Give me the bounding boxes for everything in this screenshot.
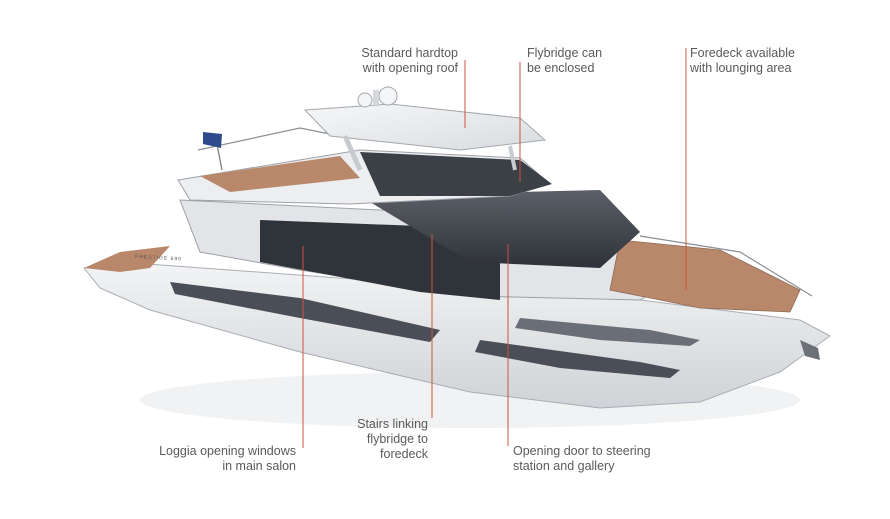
radar-mast [373,90,379,104]
windscreen [360,190,640,268]
hull-window [475,340,680,378]
hardtop [303,103,547,151]
callout-hardtop-line1: Standard hardtop [361,46,458,60]
callout-loggia-line2: in main salon [222,459,296,473]
callout-flybridge-line2: be enclosed [527,61,595,75]
callout-foredeck-line1: Foredeck available [690,46,795,60]
hull-window [515,318,700,346]
foredeck-rail [639,235,813,297]
callout-hardtop: Standard hardtop with opening roof [361,46,458,76]
callout-door: Opening door to steering station and gal… [513,444,651,474]
callout-foredeck: Foredeck available with lounging area [690,46,795,76]
callout-hardtop-line2: with opening roof [362,61,458,75]
radar-dome [378,86,398,106]
callout-stairs-line1: Stairs linking [357,417,428,431]
callout-flybridge: Flybridge can be enclosed [527,46,602,76]
hull-window [170,282,440,342]
anchor [800,340,820,360]
callout-stairs-line3: foredeck [380,447,428,461]
flybridge-teak [200,156,360,192]
flag [203,132,222,148]
callout-door-line1: Opening door to steering [513,444,651,458]
callout-stairs-line2: flybridge to [366,432,428,446]
callout-flybridge-line1: Flybridge can [527,46,603,60]
hull-name: PRESTIGE 690 [135,254,182,262]
flybridge-rail [197,127,341,151]
aft-deck [84,246,170,272]
hardtop-support [508,145,517,171]
callout-loggia: Loggia opening windows in main salon [159,444,296,474]
flybridge-enclosure [360,152,552,196]
foredeck [609,239,801,313]
radar-dome [357,92,373,108]
callout-door-line2: station and gallery [513,459,615,473]
hardtop-support [342,134,363,172]
callout-foredeck-line2: with lounging area [690,61,792,75]
callout-stairs: Stairs linking flybridge to foredeck [357,417,428,462]
callout-loggia-line1: Loggia opening windows [159,444,296,458]
